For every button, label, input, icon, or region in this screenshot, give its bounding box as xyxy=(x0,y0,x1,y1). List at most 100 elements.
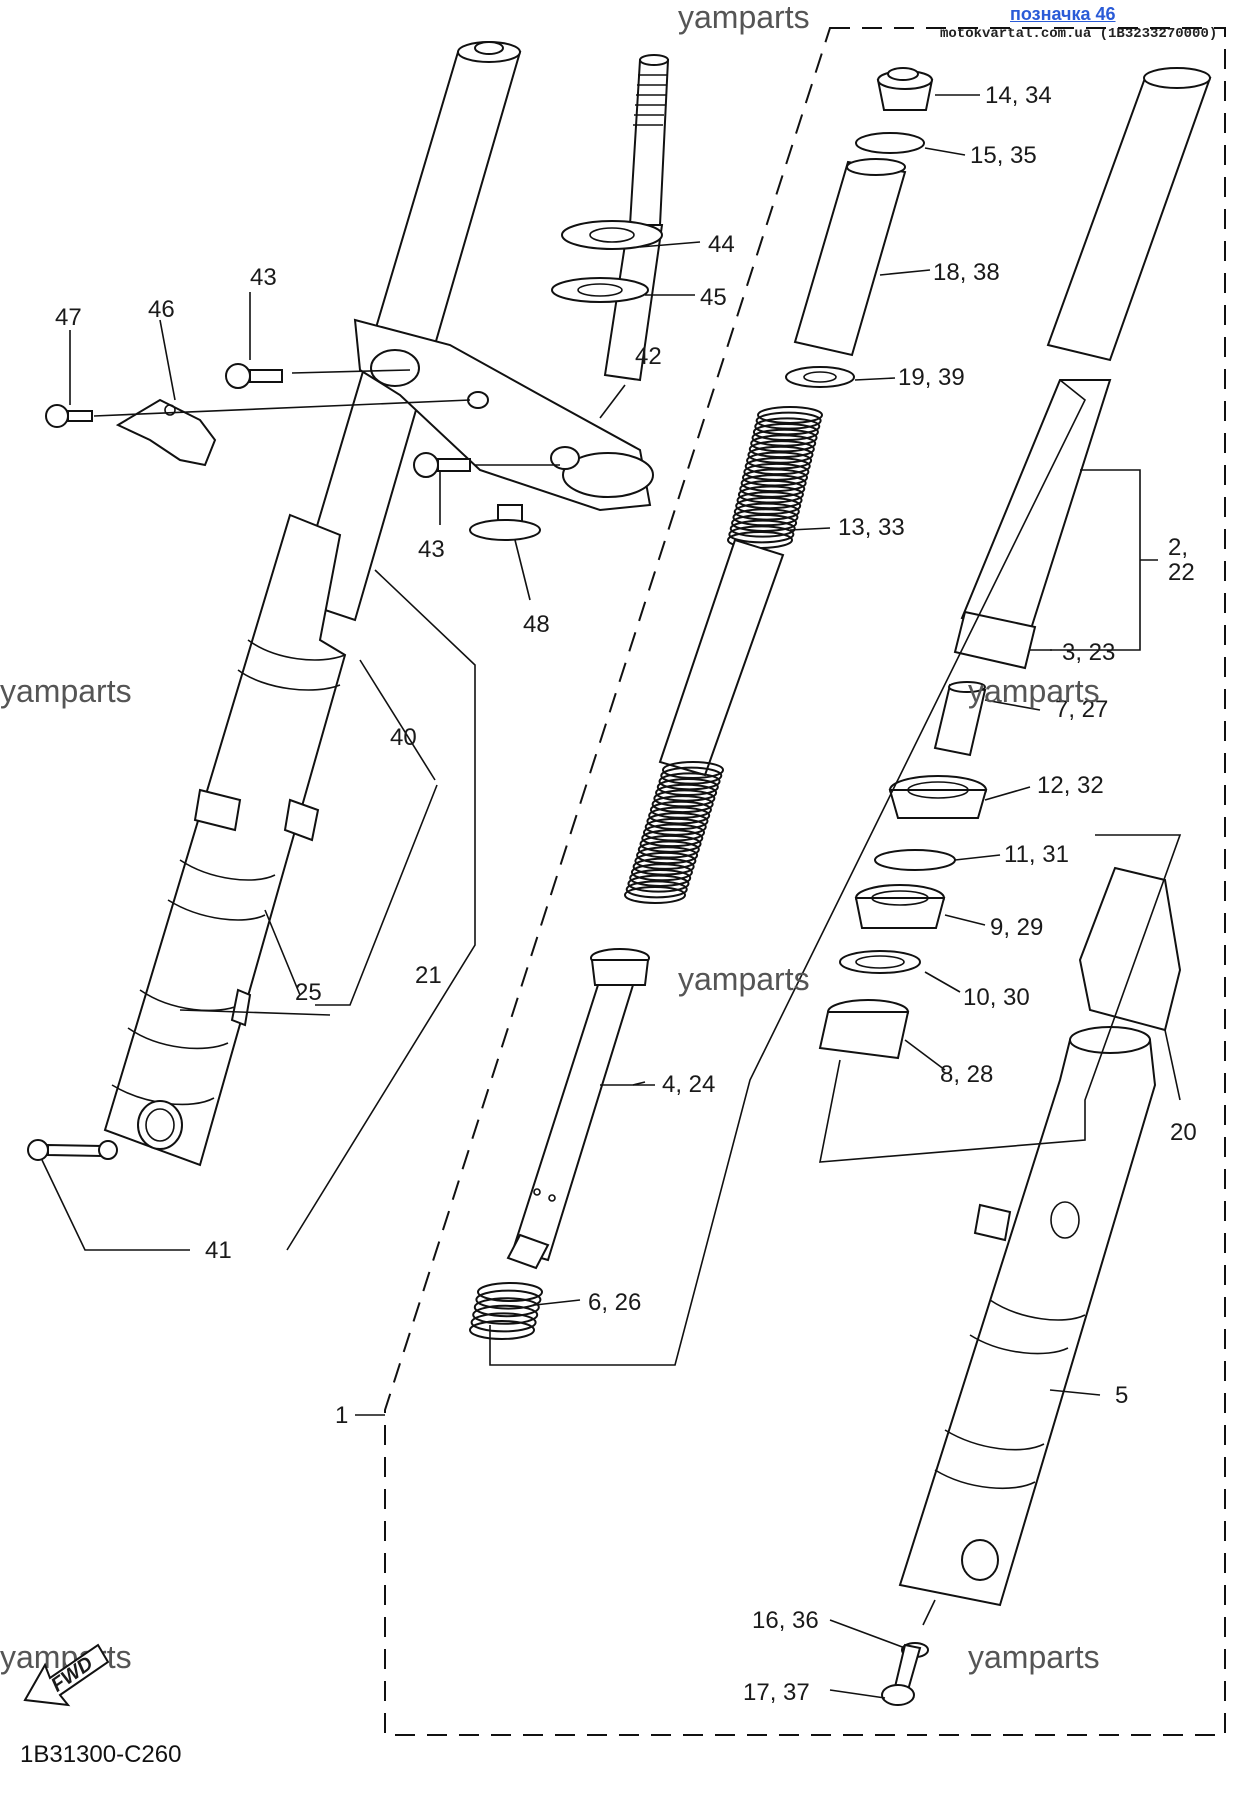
left-fork-assembly xyxy=(27,41,522,1167)
bolt-47 xyxy=(45,404,93,428)
spring-coil xyxy=(636,846,699,865)
spring-coil xyxy=(634,851,697,870)
spring-coil xyxy=(648,806,711,825)
spring-coil xyxy=(651,795,714,814)
o-ring-15 xyxy=(855,132,925,154)
callout-45: 45 xyxy=(700,284,727,311)
spring-coil xyxy=(729,519,796,538)
spring-coil xyxy=(629,868,692,887)
callout-3-23: 3, 23 xyxy=(1062,639,1115,666)
spring-coil xyxy=(744,457,811,476)
spring-coil xyxy=(660,766,723,785)
spring-coil xyxy=(752,423,819,442)
spring-coil xyxy=(754,417,821,436)
callout-25: 25 xyxy=(295,979,322,1006)
spring-coil xyxy=(731,513,798,532)
callout-41: 41 xyxy=(205,1237,232,1264)
spring-coil xyxy=(736,491,803,510)
callout-19-39: 19, 39 xyxy=(898,364,965,391)
callout-15-35: 15, 35 xyxy=(970,142,1037,169)
damper-bolt-17 xyxy=(881,1643,922,1706)
callout-18-38: 18, 38 xyxy=(933,259,1000,286)
spring-coil xyxy=(653,789,716,808)
callout-43a: 43 xyxy=(250,264,277,291)
spring-coil xyxy=(656,778,719,797)
source-text: motokvartal.com.ua (1B3233270000) xyxy=(940,26,1218,42)
spring-coil xyxy=(477,1282,543,1302)
slide-bush-8 xyxy=(818,999,910,1060)
callout-14-34: 14, 34 xyxy=(985,82,1052,109)
axle-clamp-bolt xyxy=(27,1139,118,1161)
spring-coil xyxy=(473,1297,540,1318)
steering-stem xyxy=(353,54,670,541)
assembly-boundary xyxy=(384,27,1226,1736)
callout-46: 46 xyxy=(148,296,175,323)
spring-coil xyxy=(746,451,813,470)
leader-lines xyxy=(41,94,1182,1699)
callout-8-28: 8, 28 xyxy=(940,1061,993,1088)
callout-17-37: 17, 37 xyxy=(743,1679,810,1706)
damper-rod-4 xyxy=(506,948,650,1270)
spring-coil xyxy=(662,761,724,779)
part-46-link[interactable]: позначка 46 xyxy=(1010,4,1116,24)
spring-coil xyxy=(655,783,718,802)
clip-11 xyxy=(874,849,956,871)
callout-7-27: 7, 27 xyxy=(1055,696,1108,723)
callout-48: 48 xyxy=(523,611,550,638)
spring-coil xyxy=(470,1312,537,1333)
spring-coil xyxy=(639,834,702,853)
watermark-top: yamparts xyxy=(678,0,810,35)
spring-coil xyxy=(624,886,686,904)
spacer-18 xyxy=(793,158,907,357)
callout-2-22: 2, xyxy=(1168,534,1188,561)
callout-4-24: 4, 24 xyxy=(662,1071,715,1098)
spring-coil xyxy=(472,1304,539,1325)
stem-bearing-44 xyxy=(561,220,663,250)
spring-coil xyxy=(475,1289,542,1310)
bracket-46 xyxy=(115,398,217,467)
callout-16-36: 16, 36 xyxy=(752,1607,819,1634)
callout-13-33: 13, 33 xyxy=(838,514,905,541)
callout-1: 1 xyxy=(335,1402,348,1429)
spring-coil xyxy=(742,468,808,487)
spring-coil xyxy=(748,440,815,459)
spring-coil xyxy=(740,474,807,493)
spring-coil xyxy=(747,445,814,464)
spring-coil xyxy=(625,880,688,899)
dust-seal-9 xyxy=(854,884,946,929)
diagram-code: 1B31300-C260 xyxy=(20,1741,181,1768)
spring-coil xyxy=(743,462,810,481)
spring-coil xyxy=(632,857,695,876)
spring-coil xyxy=(643,823,705,842)
stem-seal-45 xyxy=(551,277,649,303)
washer-19 xyxy=(785,366,855,388)
callout-43b: 43 xyxy=(418,536,445,563)
spring-coil xyxy=(732,508,799,527)
spring-coil xyxy=(469,1320,535,1340)
watermark-left: yamparts xyxy=(0,673,132,709)
watermark-bottom-right: yamparts xyxy=(968,1639,1100,1675)
watermark-right-mid: yamparts xyxy=(968,673,1100,709)
spring-coil xyxy=(658,772,721,791)
callout-10-30: 10, 30 xyxy=(963,984,1030,1011)
spring-coil xyxy=(637,840,700,859)
spring-coil xyxy=(728,525,795,544)
spring-coil xyxy=(755,411,822,430)
pinch-bolts-43 xyxy=(225,363,471,478)
spring-coil xyxy=(630,863,693,882)
washer-10 xyxy=(839,950,921,974)
inner-tube-2 xyxy=(953,67,1212,670)
callout-11-31: 11, 31 xyxy=(1004,841,1069,868)
oil-seal-12 xyxy=(888,775,988,819)
callout-12-32: 12, 32 xyxy=(1037,772,1104,799)
spring-13-upper xyxy=(727,406,823,549)
cap-bolt-14 xyxy=(876,67,934,111)
callout-2-22b: 22 xyxy=(1168,559,1195,586)
callout-20: 20 xyxy=(1170,1119,1197,1146)
spring-coil xyxy=(739,479,806,498)
outer-tube-5 xyxy=(898,1026,1157,1607)
watermarks: yamparts yamparts yamparts yamparts yamp… xyxy=(0,0,1100,1675)
spring-coil xyxy=(627,874,690,893)
callout-47: 47 xyxy=(55,304,82,331)
